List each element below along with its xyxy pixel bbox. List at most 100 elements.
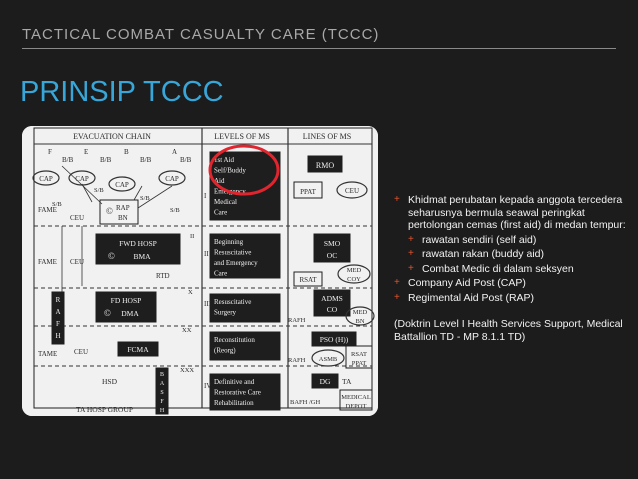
level-label: Aid (214, 177, 225, 185)
bullet-marker-icon: + (394, 277, 400, 288)
basfh-letter: A (160, 381, 165, 387)
pso-label: PSO (H)) (320, 335, 349, 344)
dma-label: DMA (121, 309, 139, 318)
rmo-label: RMO (316, 161, 334, 170)
hsd-label: HSD (102, 377, 118, 386)
level-roman: III (204, 300, 212, 308)
bullet-item: +Combat Medic di dalam seksyen (408, 263, 626, 276)
col-header-levels: LEVELS OF MS (214, 132, 270, 141)
level-label: (Reorg) (214, 347, 236, 355)
bullet-list: + Khidmat perubatan kepada anggota terced… (394, 194, 626, 343)
unit-letter: B (124, 148, 129, 156)
fcma-box (117, 341, 159, 357)
rsat-label: RSAT (351, 351, 367, 358)
cap-oval (108, 176, 136, 192)
bb-label: B/B (140, 156, 152, 164)
fd-hosp-label: FD HOSP (111, 296, 142, 305)
fwd-hosp-box (95, 233, 181, 265)
bullet-item: +Khidmat perubatan kepada anggota terced… (394, 194, 626, 232)
cap-label: CAP (165, 175, 179, 183)
basfh-letter: B (160, 372, 164, 378)
cap-oval (158, 170, 186, 186)
rafh-letter: R (56, 296, 61, 304)
fame-label: FAME (38, 258, 57, 266)
slide-header: TACTICAL COMBAT CASUALTY CARE (TCCC) (22, 26, 380, 43)
copyright-symbol: © (108, 251, 115, 261)
evac-arrow (137, 185, 173, 209)
rafh-letter: H (55, 332, 60, 340)
level-label: Medical (214, 198, 237, 206)
medical-depot-box (339, 389, 373, 411)
bullet-marker-icon: + (408, 248, 414, 259)
bullet-text: Company Aid Post (CAP) (408, 277, 526, 289)
basfh-vertical-box (155, 367, 169, 415)
basfh-letter: F (160, 399, 164, 405)
sb-label: S/B (170, 207, 180, 214)
level-label: Beginning (214, 238, 244, 246)
level-label: Self/Buddy (214, 167, 246, 175)
medical-depot-label: MEDICAL (341, 394, 371, 401)
ppat-label: PPAT (300, 188, 316, 196)
bullet-item: + rawatan rakan (buddy aid) (408, 248, 626, 261)
bullet-text: Khidmat perubatan kepada anggota tercede… (408, 194, 626, 231)
evac-arrow (133, 185, 143, 201)
cap-label: CAP (39, 175, 53, 183)
col-header-lines: LINES OF MS (303, 132, 351, 141)
level-box (209, 331, 281, 361)
level-label: Restorative Care (214, 389, 261, 397)
level-roman: II (204, 250, 209, 258)
asmb-label: ASMB (319, 356, 338, 363)
level-label: Care (214, 209, 227, 217)
bma-label: BMA (133, 252, 151, 261)
rap-label: BN (118, 214, 128, 222)
bullet-item: +Regimental Aid Post (RAP) (394, 292, 626, 305)
rsat-label: RSAT (299, 276, 317, 284)
ppat-label: PPAT (352, 360, 367, 367)
roman-right: XX (182, 327, 192, 334)
rafh-label: RAFH (288, 357, 306, 364)
level-label: 1st Aid (214, 156, 235, 164)
slide-title: PRINSIP TCCC (20, 76, 224, 108)
rap-label: RAP (116, 204, 130, 212)
tame-label: TAME (38, 350, 57, 358)
level-label: Definitive and (214, 378, 255, 386)
med-coy-label: MED (347, 267, 362, 274)
level-label: and Emergency (214, 259, 258, 267)
bb-label: B/B (100, 156, 112, 164)
med-bn-oval (345, 306, 375, 326)
level-label: Resuscitative (214, 249, 251, 257)
bullet-item: +rawatan sendiri (self aid) (408, 234, 626, 247)
pso-box (311, 331, 357, 347)
asmb-oval (311, 349, 345, 367)
med-bn-label: MED (353, 309, 368, 316)
fwd-hosp-label: FWD HOSP (119, 239, 157, 248)
dg-label: DG (320, 377, 331, 386)
level-roman: I (204, 192, 207, 200)
level-box (209, 233, 281, 279)
sb-label: S/B (52, 201, 62, 208)
adms-box (313, 289, 351, 317)
rafh-letter: F (56, 320, 60, 328)
ceu-oval (336, 181, 368, 199)
figure-background (22, 126, 378, 416)
ta-label: TA (342, 377, 352, 386)
ceu-right-label: CEU (345, 187, 359, 195)
cap-label: CAP (75, 175, 89, 183)
col-header-evacuation-chain: EVACUATION CHAIN (73, 132, 151, 141)
level-label: Care (214, 270, 227, 278)
basfh-letter: S (160, 390, 163, 396)
bb-label: B/B (62, 156, 74, 164)
co-label: CO (327, 305, 338, 314)
rtd-label: RTD (156, 272, 170, 280)
cap-label: CAP (115, 181, 129, 189)
bullet-text: rawatan rakan (buddy aid) (422, 248, 544, 260)
copyright-symbol: © (106, 206, 113, 216)
ceu-label: CEU (70, 258, 84, 266)
rmo-box (307, 155, 343, 173)
evac-arrow (81, 183, 93, 203)
bb-label: B/B (180, 156, 192, 164)
level-label: Surgery (214, 309, 237, 317)
bullet-marker-icon: + (408, 233, 414, 245)
level-box (209, 293, 281, 323)
ta-hosp-group-label: TA HOSP GROUP (76, 405, 133, 414)
